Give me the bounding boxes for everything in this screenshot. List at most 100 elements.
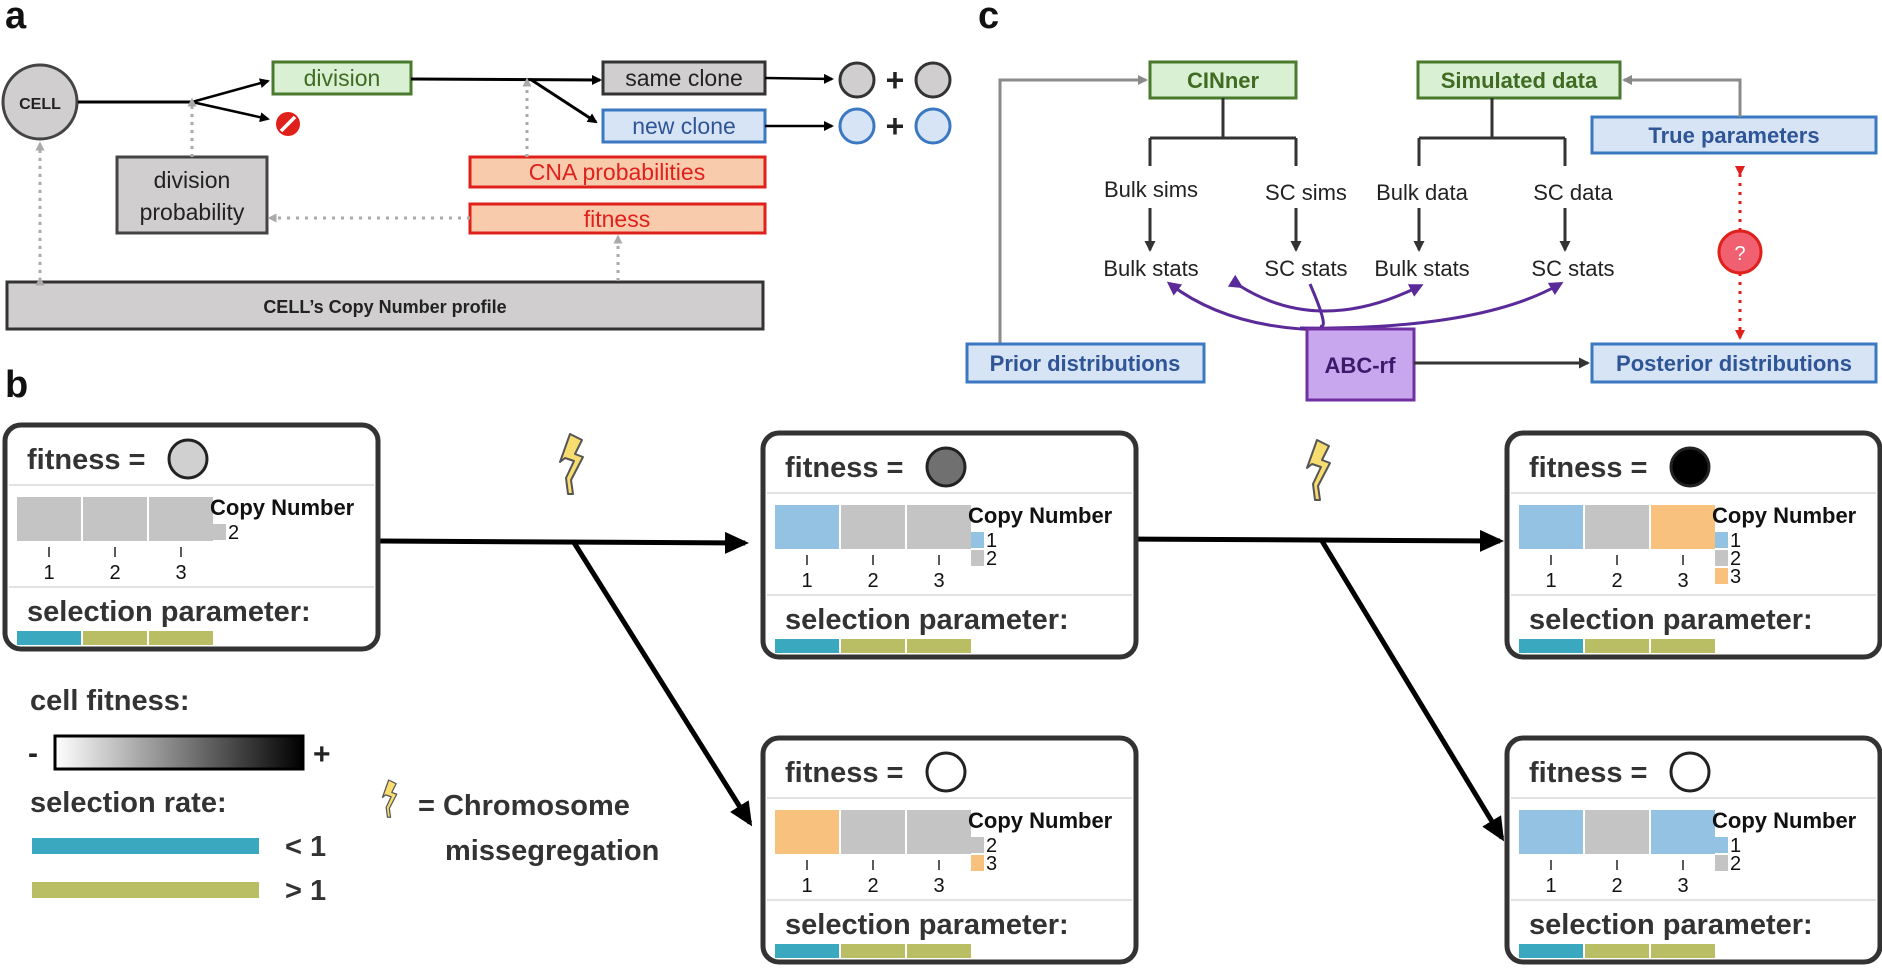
simulated-data-box (1416, 60, 1622, 100)
abc-rf-label: ABC-rf (1325, 353, 1397, 378)
fitness-indicator (1669, 446, 1711, 488)
panel-letter-b: b (5, 364, 28, 406)
plus-same: + (886, 62, 905, 98)
copy-number-legend-value: 2 (986, 548, 997, 570)
copy-number-legend-value: 2 (1730, 548, 1741, 570)
cell-fitness-legend-title: cell fitness: (30, 685, 190, 717)
chromosome-segment-2 (1585, 810, 1649, 854)
cell-node (1, 63, 79, 141)
selection-segment-3 (907, 639, 971, 653)
abc-to-scstats-data (1299, 282, 1564, 330)
division-to-same (410, 74, 602, 85)
selection-low-swatch (32, 838, 259, 854)
cna-probabilities-label: CNA probabilities (529, 159, 705, 185)
panel-c: CINner Simulated data True parameters Bu… (965, 60, 1878, 402)
chromosome-tick-label: 2 (867, 875, 878, 897)
selection-segment-2 (1585, 639, 1649, 653)
chromosome-segment-1 (775, 505, 839, 549)
sc-stats-data-label: SC stats (1531, 256, 1614, 281)
arc-scstats-sim-to-bulkstats-data (1227, 274, 1424, 313)
chromosome-segment-2 (83, 497, 147, 541)
prior-to-cinner (998, 75, 1148, 344)
fitness-indicator (925, 751, 967, 793)
new-clone-label: new clone (632, 113, 736, 139)
chromosome-segment-2 (1585, 505, 1649, 549)
panel-letter-c: c (978, 0, 999, 37)
chromosome-segment-2 (841, 505, 905, 549)
copy-number-legend-value: 2 (986, 835, 997, 857)
simdata-tree (1417, 98, 1567, 166)
selection-parameter-label: selection parameter: (1529, 909, 1813, 941)
fitness-label: fitness = (1529, 452, 1647, 484)
chromosome-segment-3 (907, 505, 971, 549)
chromosome-tick-label: 1 (801, 570, 812, 592)
division-probability-line2: probability (140, 199, 245, 225)
panel-a: CELL division same clone new clone + + (1, 60, 952, 331)
fork-to-division (191, 78, 270, 104)
chromosome-tick-label: 1 (1545, 570, 1556, 592)
fitness-label: fitness (584, 206, 650, 232)
selection-segment-2 (1585, 944, 1649, 958)
missegregation-line2: missegregation (445, 835, 659, 867)
chromosome-tick-label: 3 (175, 562, 186, 584)
chromosome-segment-1 (1519, 810, 1583, 854)
copy-number-profile-bar (5, 280, 765, 331)
chromosome-segment-1 (775, 810, 839, 854)
lightning-bolt-icon-2 (1306, 439, 1331, 501)
plus-new: + (886, 108, 905, 144)
copy-number-swatch (1715, 855, 1728, 871)
copy-number-swatch (1715, 568, 1728, 584)
chromosome-tick-label: 3 (1677, 875, 1688, 897)
same-clone-box (601, 60, 767, 96)
true-parameters-box (1590, 115, 1878, 155)
bulk-stats-sim-label: Bulk stats (1103, 256, 1198, 281)
bulk-sims-label: Bulk sims (1104, 177, 1198, 202)
selection-parameter-label: selection parameter: (1529, 604, 1813, 636)
cinner-label: CINner (1187, 68, 1260, 93)
panel-letter-a: a (5, 0, 27, 37)
copy-number-legend-value: 1 (986, 530, 997, 552)
sc-sims-label: SC sims (1265, 180, 1347, 205)
prior-distributions-box (965, 342, 1206, 384)
selection-low-label: < 1 (285, 831, 326, 863)
copy-number-legend-title: Copy Number (210, 495, 355, 520)
copy-number-legend-title: Copy Number (968, 503, 1113, 528)
chromosome-segment-3 (907, 810, 971, 854)
cinner-tree (1148, 98, 1298, 166)
copy-number-legend-title: Copy Number (1712, 503, 1857, 528)
fitness-indicator (1669, 751, 1711, 793)
lineage-top-to-gen2-bottom (1319, 539, 1505, 842)
chromosome-segment-3 (1651, 810, 1715, 854)
posterior-distributions-label: Posterior distributions (1616, 351, 1852, 376)
daughter-new-1 (838, 107, 876, 145)
selection-segment-3 (1651, 639, 1715, 653)
fitness-box (468, 202, 767, 235)
chromosome-tick-label: 2 (1611, 570, 1622, 592)
selection-segment-3 (907, 944, 971, 958)
chromosome-tick-label: 2 (1611, 875, 1622, 897)
fork-to-stop (191, 100, 270, 123)
cna-probabilities-box (468, 155, 767, 189)
fitness-label: fitness = (785, 757, 903, 789)
selection-segment-1 (775, 944, 839, 958)
same-clone-label: same clone (625, 65, 743, 91)
cinner-box (1148, 60, 1298, 100)
copy-number-legend-value: 1 (1730, 835, 1741, 857)
chromosome-tick-label: 1 (1545, 875, 1556, 897)
copy-number-swatch (971, 855, 984, 871)
fitness-gradient-bar (53, 734, 305, 771)
copy-number-swatch (1715, 550, 1728, 566)
chromosome-tick-label: 3 (933, 875, 944, 897)
chromosome-tick-label: 1 (801, 875, 812, 897)
selection-segment-3 (1651, 944, 1715, 958)
bulk-stats-data-label: Bulk stats (1374, 256, 1469, 281)
missegregation-bolt-icon (381, 779, 398, 818)
copy-number-swatch (1715, 532, 1728, 548)
chromosome-segment-1 (1519, 505, 1583, 549)
